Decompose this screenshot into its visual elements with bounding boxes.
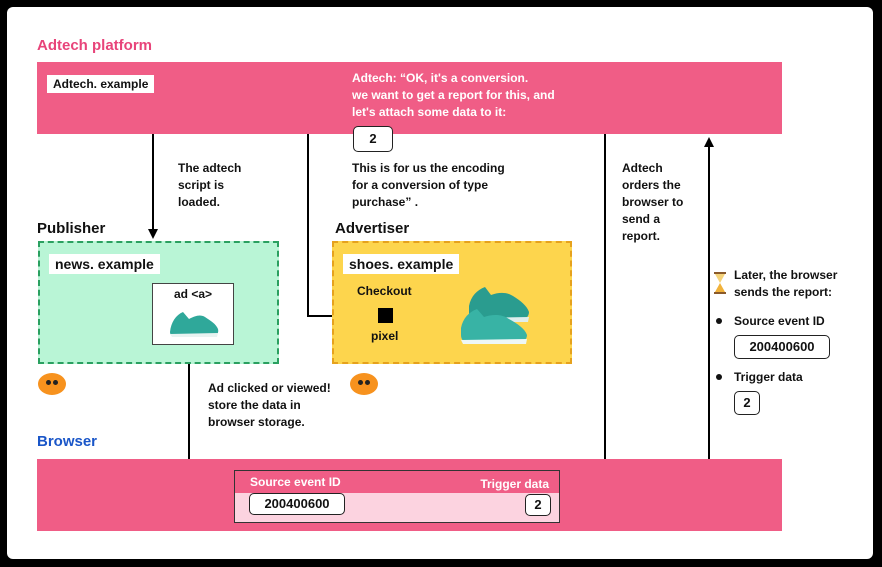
browser-section-title: Browser: [37, 433, 98, 450]
note-line: report.: [622, 229, 661, 243]
quote-line: Adtech: “OK, it's a conversion.: [352, 71, 529, 85]
report-item-value: 2: [734, 391, 760, 415]
report-item-value: 200400600: [734, 335, 830, 359]
note-line: store the data in: [208, 398, 301, 412]
pixel-square-icon: [378, 308, 393, 323]
storage-trigger-value: 2: [525, 494, 551, 516]
adtech-quote: Adtech: “OK, it's a conversion. we want …: [352, 70, 592, 121]
adtech-section-title: Adtech platform: [37, 37, 153, 54]
ad-element[interactable]: ad <a>: [152, 283, 234, 345]
face-icon: [38, 373, 66, 395]
advertiser-section-title: Advertiser: [335, 220, 410, 237]
note-line: Ad clicked or viewed!: [208, 381, 331, 395]
note-line: Later, the browser: [734, 268, 838, 282]
face-icon: [350, 373, 378, 395]
note-line: The adtech: [178, 161, 242, 175]
ad-label: ad <a>: [173, 287, 213, 301]
note-line: Adtech: [622, 161, 663, 175]
note-line: browser to: [622, 195, 684, 209]
later-report-note: Later, the browser sends the report:: [734, 267, 837, 301]
note-line: script is: [178, 178, 225, 192]
encoding-line: for a conversion of type: [352, 178, 489, 192]
note-line: loaded.: [178, 195, 221, 209]
shoe-icon: [461, 287, 529, 344]
advertiser-site-label: shoes. example: [343, 254, 460, 274]
pixel-label: pixel: [371, 329, 399, 343]
note-line: sends the report:: [734, 285, 833, 299]
note-line: send a: [622, 212, 661, 226]
adtech-band: [37, 62, 782, 134]
report-item-label: Trigger data: [734, 370, 803, 384]
arrow-adtech-to-browser: [571, 95, 606, 502]
bullet-icon: [716, 374, 722, 380]
adtech-encoding-note: This is for us the encoding for a conver…: [352, 160, 542, 211]
adtech-trigger-value: 2: [353, 126, 393, 152]
quote-line: we want to get a report for this, and: [352, 88, 555, 102]
checkout-label: Checkout: [357, 284, 412, 298]
ad-clicked-note: Ad clicked or viewed! store the data in …: [208, 380, 331, 431]
publisher-section-title: Publisher: [37, 220, 106, 237]
browser-storage-box: Source event ID Trigger data 200400600 2: [234, 470, 560, 523]
publisher-site-label: news. example: [49, 254, 160, 274]
note-line: browser storage.: [208, 415, 305, 429]
adtech-site-label: Adtech. example: [47, 75, 155, 93]
diagram-canvas: Adtech platform Adtech. example Adtech: …: [7, 7, 873, 559]
storage-source-value: 200400600: [249, 493, 345, 515]
script-loaded-note: The adtech script is loaded.: [178, 160, 241, 211]
shoe-icon: [170, 312, 219, 337]
adtech-orders-note: Adtech orders the browser to send a repo…: [622, 160, 683, 245]
hourglass-icon: [714, 272, 726, 294]
note-line: orders the: [622, 178, 681, 192]
bullet-icon: [716, 318, 722, 324]
storage-source-label: Source event ID: [250, 475, 341, 489]
report-item-label: Source event ID: [734, 314, 825, 328]
storage-trigger-label: Trigger data: [480, 477, 549, 491]
quote-line: let's attach some data to it:: [352, 105, 507, 119]
encoding-line: This is for us the encoding: [352, 161, 505, 175]
storage-header: [235, 471, 559, 493]
encoding-line: purchase” .: [352, 195, 419, 209]
